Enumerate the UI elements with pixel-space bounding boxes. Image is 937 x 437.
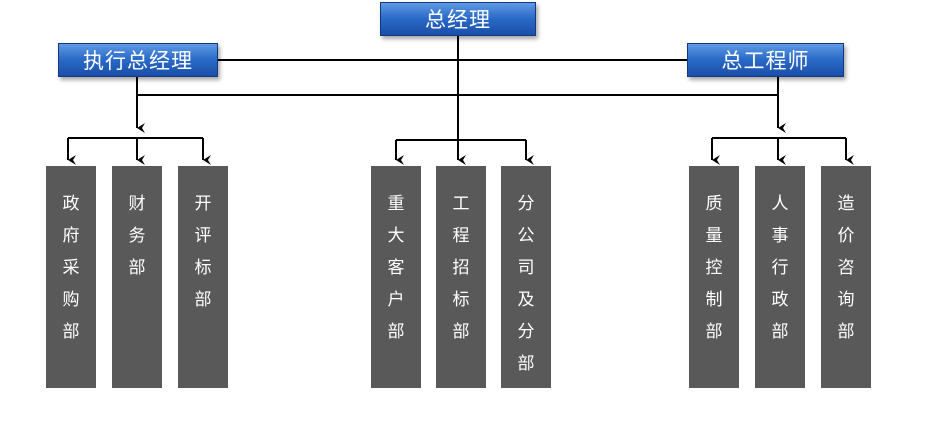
- dept-label-char: 造: [837, 194, 855, 214]
- chief-engineer-box: 总工程师: [687, 43, 844, 77]
- dept-label-char: 部: [128, 258, 146, 278]
- dept-box-cost-consulting: 造价咨询部: [821, 166, 871, 388]
- dept-label-char: 府: [62, 226, 80, 246]
- dept-label-char: 人: [771, 194, 789, 214]
- dept-label-char: 及: [517, 290, 535, 310]
- general-manager-box: 总经理: [380, 2, 536, 36]
- dept-label-char: 政: [771, 290, 789, 310]
- dept-label-char: 采: [62, 258, 80, 278]
- dept-label-char: 招: [452, 258, 470, 278]
- dept-box-hr-admin: 人事行政部: [755, 166, 805, 388]
- dept-label-char: 标: [452, 290, 470, 310]
- dept-label-char: 事: [771, 226, 789, 246]
- dept-label-char: 咨: [837, 258, 855, 278]
- dept-label-char: 部: [771, 322, 789, 342]
- dept-label-char: 价: [837, 226, 855, 246]
- dept-label-char: 工: [452, 194, 470, 214]
- dept-label-char: 务: [128, 226, 146, 246]
- dept-label-char: 部: [705, 322, 723, 342]
- dept-box-major-clients: 重大客户部: [371, 166, 421, 388]
- dept-label-char: 部: [517, 354, 535, 374]
- dept-label-char: 标: [194, 258, 212, 278]
- dept-box-engineering-tender: 工程招标部: [436, 166, 486, 388]
- dept-label-char: 分: [517, 322, 535, 342]
- dept-label-char: 部: [387, 322, 405, 342]
- dept-box-branches: 分公司及分部: [501, 166, 551, 388]
- dept-label-char: 部: [452, 322, 470, 342]
- dept-box-government-procurement: 政府采购部: [46, 166, 96, 388]
- dept-label-char: 政: [62, 194, 80, 214]
- dept-label-char: 部: [62, 322, 80, 342]
- dept-label-char: 重: [387, 194, 405, 214]
- dept-label-char: 询: [837, 290, 855, 310]
- dept-label-char: 控: [705, 258, 723, 278]
- dept-box-quality-control: 质量控制部: [689, 166, 739, 388]
- dept-label-char: 程: [452, 226, 470, 246]
- dept-label-char: 量: [705, 226, 723, 246]
- dept-label-char: 部: [837, 322, 855, 342]
- chief-engineer-label: 总工程师: [721, 49, 810, 73]
- dept-label-char: 质: [705, 194, 723, 214]
- dept-box-finance: 财务部: [112, 166, 162, 388]
- dept-label-char: 开: [194, 194, 212, 214]
- executive-general-manager-label: 执行总经理: [83, 49, 193, 73]
- dept-label-char: 制: [705, 290, 723, 310]
- dept-box-bid-evaluation: 开评标部: [178, 166, 228, 388]
- dept-label-char: 客: [387, 258, 405, 278]
- dept-label-char: 部: [194, 290, 212, 310]
- dept-label-char: 行: [771, 258, 789, 278]
- dept-label-char: 评: [194, 226, 212, 246]
- dept-label-char: 公: [517, 226, 535, 246]
- dept-label-char: 司: [517, 258, 535, 278]
- dept-label-char: 分: [517, 194, 535, 214]
- dept-label-char: 大: [387, 226, 405, 246]
- dept-label-char: 财: [128, 194, 146, 214]
- general-manager-label: 总经理: [425, 8, 491, 32]
- executive-general-manager-box: 执行总经理: [58, 43, 218, 77]
- dept-label-char: 户: [387, 290, 405, 310]
- dept-label-char: 购: [62, 290, 80, 310]
